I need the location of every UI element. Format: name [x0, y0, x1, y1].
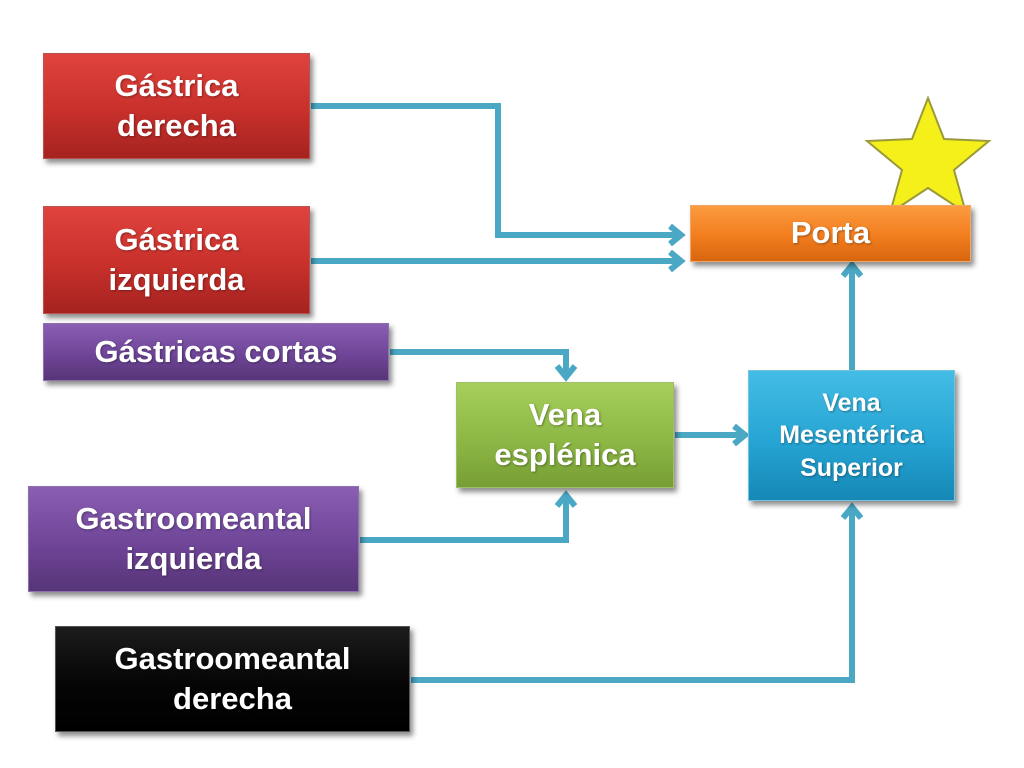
node-gastricas-cortas: Gástricas cortas [43, 323, 389, 381]
node-vena-esplenica: Vena esplénica [456, 382, 674, 488]
connector-gastrica-derecha-to-porta [311, 103, 679, 238]
node-porta-label: Porta [790, 215, 871, 251]
arrowhead-vms-bottom [840, 502, 864, 520]
node-vena-esplenica-label: Vena esplénica [494, 396, 636, 472]
arrowhead-porta-bottom [840, 260, 864, 278]
node-gastroomeantal-izquierda: Gastroomeantal izquierda [28, 486, 359, 592]
arrowhead-vms-left [732, 423, 750, 447]
node-gastrica-derecha: Gástrica derecha [43, 53, 310, 159]
arrowhead-vena-esplenica-top [554, 364, 578, 382]
node-porta: Porta [690, 205, 971, 262]
connector-gastroomeantal-derecha-to-vms [411, 510, 855, 683]
connector-gastroomeantal-izquierda-to-vena-esplenica [360, 498, 569, 543]
arrowhead-vena-esplenica-bottom [554, 490, 578, 508]
node-vena-mesenterica-superior: Vena Mesentérica Superior [748, 370, 955, 501]
arrowhead-porta-upper [668, 223, 686, 247]
star-icon [864, 95, 992, 216]
node-gastricas-cortas-label: Gástricas cortas [94, 333, 338, 369]
connector-gastricas-cortas-to-vena-esplenica [390, 349, 569, 374]
node-gastroomeantal-izquierda-label: Gastroomeantal izquierda [75, 500, 312, 576]
node-gastroomeantal-derecha-label: Gastroomeantal derecha [114, 640, 351, 716]
node-gastrica-izquierda-label: Gástrica izquierda [108, 221, 245, 297]
node-gastrica-derecha-label: Gástrica derecha [114, 67, 239, 143]
node-gastrica-izquierda: Gástrica izquierda [43, 206, 310, 314]
node-vena-mesenterica-superior-label: Vena Mesentérica Superior [779, 388, 924, 482]
arrowhead-porta-lower [668, 249, 686, 273]
node-gastroomeantal-derecha: Gastroomeantal derecha [55, 626, 410, 732]
